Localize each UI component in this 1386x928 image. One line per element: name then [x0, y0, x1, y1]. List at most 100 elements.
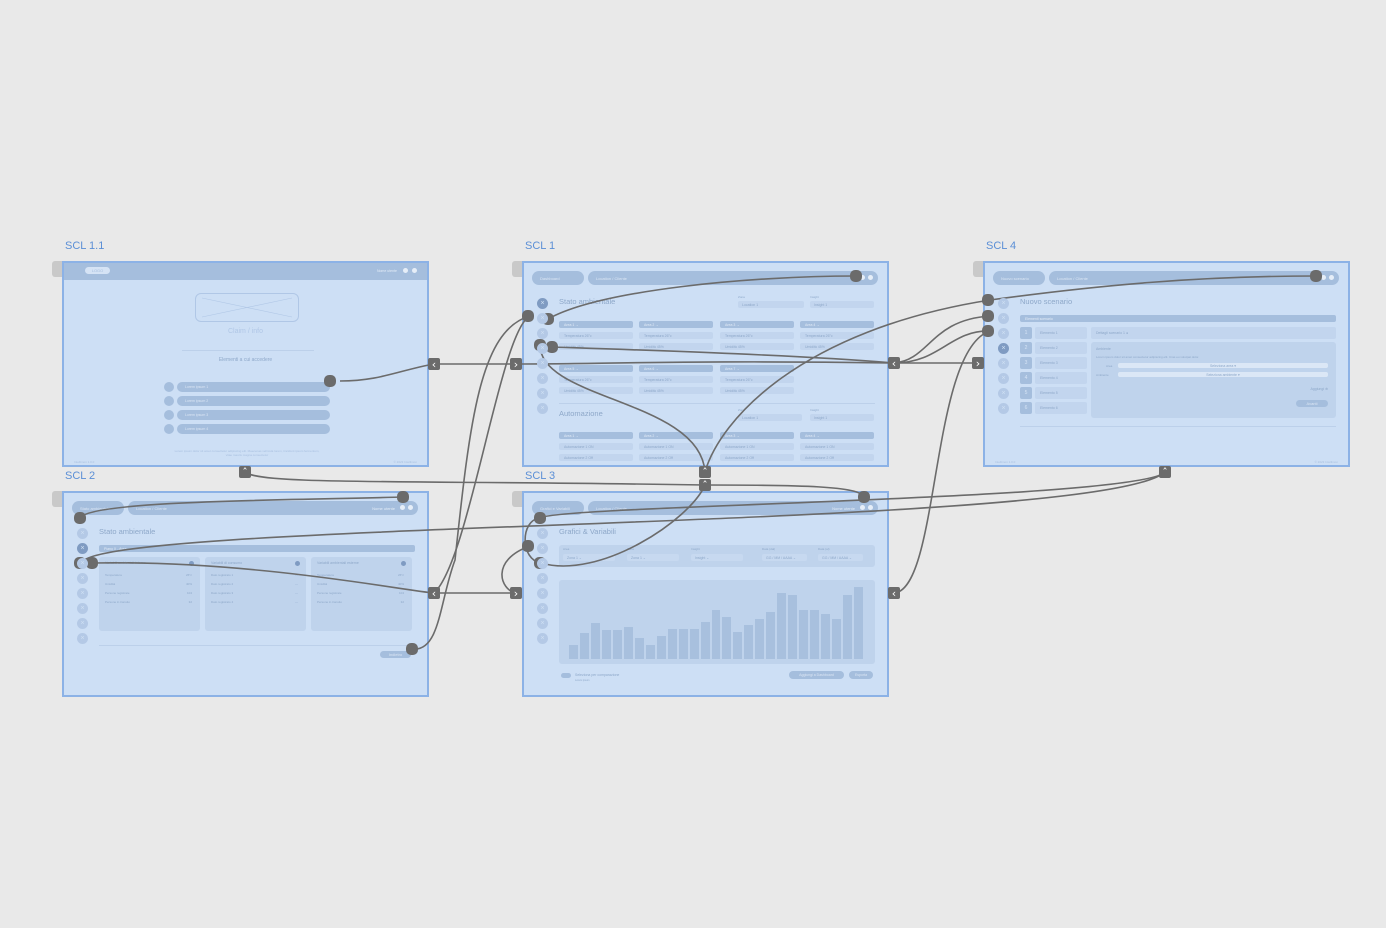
add-button[interactable]: Aggiungi ⊕ — [1310, 387, 1328, 391]
connection-handle[interactable] — [522, 540, 534, 552]
env-select[interactable]: Seleziona ambiente ▾ — [1118, 372, 1328, 377]
connection-handle[interactable] — [850, 270, 862, 282]
sidebar-close-icon[interactable]: × — [77, 543, 88, 554]
menu-dot[interactable] — [412, 268, 417, 273]
automation-row[interactable]: Automazione 2 Off — [559, 454, 633, 461]
frame-label-scl2[interactable]: SCL 2 — [65, 470, 96, 482]
automation-row[interactable]: Automazione 2 Off — [800, 454, 874, 461]
sidebar-close-icon[interactable]: × — [537, 298, 548, 309]
automation-area-header[interactable]: Area 1 → — [559, 432, 633, 439]
filter-select[interactable]: Zona 1 ⌄ — [563, 554, 615, 561]
connection-handle[interactable] — [74, 512, 86, 524]
menu-dot[interactable] — [1329, 275, 1334, 280]
menu-dot[interactable] — [868, 505, 873, 510]
nav-tab-pill[interactable]: Grafici e Variabili — [532, 501, 584, 515]
sidebar-close-icon[interactable]: × — [537, 328, 548, 339]
filter-select[interactable]: Insight 1 — [810, 414, 874, 421]
sidebar-close-icon[interactable]: × — [537, 603, 548, 614]
automation-row[interactable]: Automazione 1 ON — [559, 443, 633, 450]
avatar-dot[interactable] — [1321, 275, 1326, 280]
connection-arrow-icon[interactable]: ‹ — [428, 358, 440, 371]
connection-handle[interactable] — [397, 491, 409, 503]
info-icon[interactable] — [189, 561, 194, 566]
breadcrumb-bar[interactable]: Location / Cliente — [128, 501, 418, 515]
connection-arrow-icon[interactable]: ‹ — [888, 587, 900, 600]
area-header[interactable]: Area 1 → — [559, 321, 633, 328]
breadcrumb-bar[interactable]: Location / Cliente — [588, 271, 878, 285]
filter-select[interactable]: Insight 1 — [810, 301, 874, 308]
automation-row[interactable]: Automazione 1 ON — [639, 443, 713, 450]
sidebar-close-icon[interactable]: × — [537, 558, 548, 569]
filter-select[interactable]: Insight ⌄ — [691, 554, 743, 561]
sidebar-close-icon[interactable]: × — [77, 618, 88, 629]
connection-arrow-icon[interactable]: ˆ — [1159, 466, 1171, 479]
avatar-dot[interactable] — [860, 275, 865, 280]
area-header[interactable]: Area 7 → — [720, 365, 794, 372]
filter-select[interactable]: GG / MM / AAAA ⌄ — [818, 554, 863, 561]
avatar-dot[interactable] — [860, 505, 865, 510]
add-to-dashboard-button[interactable]: Aggiungi a Dashboard — [789, 671, 844, 679]
automation-area-header[interactable]: Area 2 → — [639, 432, 713, 439]
sidebar-close-icon[interactable]: × — [998, 403, 1009, 414]
sidebar-close-icon[interactable]: × — [537, 633, 548, 644]
connection-handle[interactable] — [982, 294, 994, 306]
sidebar-close-icon[interactable]: × — [537, 528, 548, 539]
logo[interactable]: LOGO — [85, 267, 110, 274]
sidebar-close-icon[interactable]: × — [537, 373, 548, 384]
sidebar-close-icon[interactable]: × — [537, 358, 548, 369]
filter-select[interactable]: Zona 1 ⌄ — [627, 554, 679, 561]
sidebar-close-icon[interactable]: × — [998, 388, 1009, 399]
connection-handle[interactable] — [1310, 270, 1322, 282]
sidebar-close-icon[interactable]: × — [77, 573, 88, 584]
connection-handle[interactable] — [858, 491, 870, 503]
frame-label-scl4[interactable]: SCL 4 — [986, 240, 1017, 252]
next-button[interactable]: Avanti — [1296, 400, 1328, 407]
sidebar-close-icon[interactable]: × — [537, 618, 548, 629]
connection-handle[interactable] — [86, 557, 98, 569]
details-header[interactable]: Dettagli scenario 1 ● — [1091, 327, 1336, 339]
filter-select[interactable]: GG / MM / AAAA ⌄ — [762, 554, 807, 561]
area-select[interactable]: Seleziona area ▾ — [1118, 363, 1328, 368]
sidebar-close-icon[interactable]: × — [537, 588, 548, 599]
automation-area-header[interactable]: Area 3 → — [720, 432, 794, 439]
sidebar-close-icon[interactable]: × — [77, 633, 88, 644]
connection-handle[interactable] — [324, 375, 336, 387]
element-item[interactable]: Elemento 1 — [1035, 327, 1087, 339]
automation-row[interactable]: Automazione 2 Off — [720, 454, 794, 461]
sidebar-close-icon[interactable]: × — [77, 588, 88, 599]
frame-label-scl11[interactable]: SCL 1.1 — [65, 240, 105, 252]
sidebar-close-icon[interactable]: × — [537, 573, 548, 584]
list-item[interactable]: Lorem ipsum 1 — [177, 382, 330, 392]
automation-area-header[interactable]: Area 4 → — [800, 432, 874, 439]
connection-handle[interactable] — [522, 310, 534, 322]
breadcrumb-bar[interactable]: Location / Cliente — [588, 501, 878, 515]
sidebar-close-icon[interactable]: × — [77, 528, 88, 539]
avatar-dot[interactable] — [403, 268, 408, 273]
sidebar-close-icon[interactable]: × — [77, 603, 88, 614]
area-header[interactable]: Area 6 → — [639, 365, 713, 372]
sidebar-close-icon[interactable]: × — [537, 543, 548, 554]
connection-handle[interactable] — [546, 341, 558, 353]
sidebar-close-icon[interactable]: × — [537, 388, 548, 399]
element-item[interactable]: Elemento 2 — [1035, 342, 1087, 354]
connection-arrow-icon[interactable]: ‹ — [428, 587, 440, 600]
automation-row[interactable]: Automazione 1 ON — [720, 443, 794, 450]
connection-arrow-icon[interactable]: › — [972, 357, 984, 370]
frame-label-scl1[interactable]: SCL 1 — [525, 240, 556, 252]
sidebar-close-icon[interactable]: × — [998, 358, 1009, 369]
element-item[interactable]: Elemento 6 — [1035, 402, 1087, 414]
info-icon[interactable] — [295, 561, 300, 566]
area-header[interactable]: Area 3 → — [720, 321, 794, 328]
nav-tab-pill[interactable]: Dashboard — [532, 271, 584, 285]
connection-arrow-icon[interactable]: ˆ — [239, 466, 251, 479]
sidebar-close-icon[interactable]: × — [998, 328, 1009, 339]
frame-label-scl3[interactable]: SCL 3 — [525, 470, 556, 482]
sidebar-close-icon[interactable]: × — [77, 558, 88, 569]
connection-arrow-icon[interactable]: ‹ — [888, 357, 900, 370]
list-item[interactable]: Lorem ipsum 3 — [177, 410, 330, 420]
sidebar-close-icon[interactable]: × — [998, 343, 1009, 354]
filter-select[interactable]: Location 1 — [738, 301, 804, 308]
list-item[interactable]: Lorem ipsum 2 — [177, 396, 330, 406]
